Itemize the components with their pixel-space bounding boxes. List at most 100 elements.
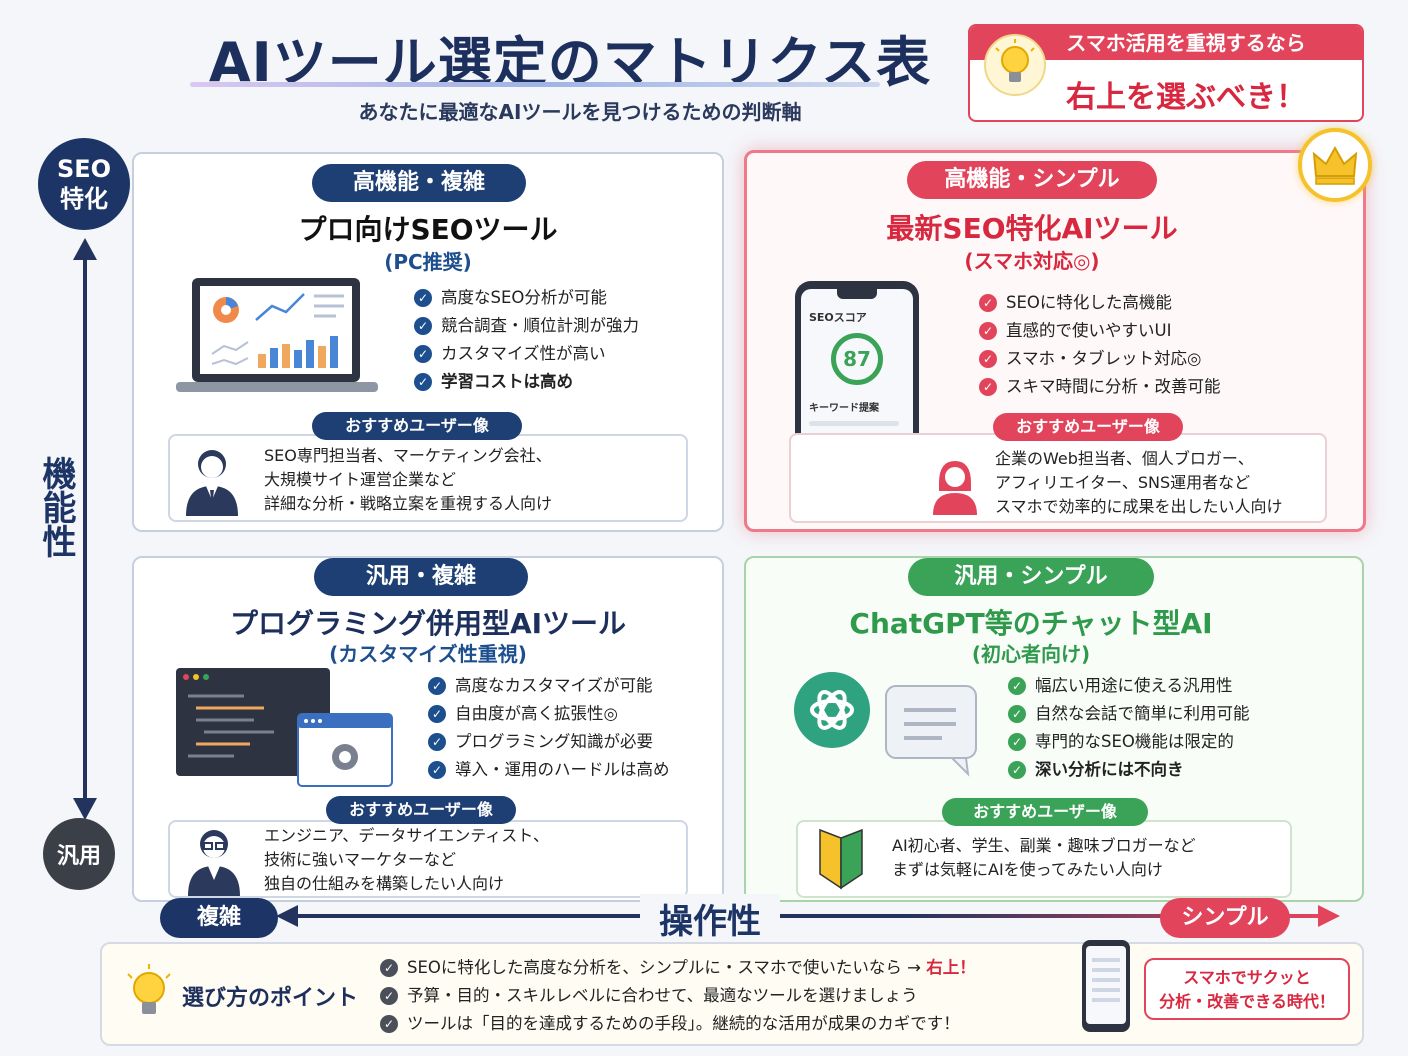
feature-item: ✓幅広い用途に使える汎用性	[1008, 672, 1250, 700]
quadrant-top-left: 高機能・複雑 プロ向けSEOツール (PC推奨) ✓高度なSEO分析が可能	[132, 152, 724, 532]
user-description: エンジニア、データサイエンティスト、 技術に強いマーケターなど 独自の仕組みを構…	[264, 826, 549, 893]
quadrant-title: 最新SEO特化AIツール	[886, 212, 1178, 245]
feature-item: ✓自然な会話で簡単に利用可能	[1008, 700, 1250, 728]
feature-item: ✓専門的なSEO機能は限定的	[1008, 728, 1250, 756]
check-icon: ✓	[428, 705, 446, 723]
user-description: SEO専門担当者、マーケティング会社、 大規模サイト運営企業など 詳細な分析・戦…	[264, 446, 553, 513]
check-icon: ✓	[979, 322, 997, 340]
point-highlight: 右上！	[926, 958, 976, 977]
feature-item: ✓SEOに特化した高機能	[979, 289, 1221, 317]
feature-item: ✓プログラミング知識が必要	[428, 728, 670, 756]
recommended-user-label: おすすめユーザー像	[942, 798, 1148, 826]
quadrant-tag: 高機能・複雑	[312, 164, 526, 202]
lightbulb-icon	[984, 34, 1046, 96]
feature-item: ✓直感的で使いやすいUI	[979, 317, 1221, 345]
page-subtitle: あなたに最適なAIツールを見つけるための判断軸	[358, 100, 802, 124]
check-icon: ✓	[414, 317, 432, 335]
point-item: ✓ツールは「目的を達成するための手段」。継続的な活用が成果のカギです！	[380, 1010, 976, 1038]
quadrant-bottom-right: 汎用・シンプル ChatGPT等のチャット型AI (初心者向け) ✓幅広い用途に…	[744, 556, 1364, 902]
engineer-avatar-icon	[184, 824, 244, 900]
recommended-user-label: おすすめユーザー像	[993, 413, 1183, 441]
axis-arrow-down-icon	[73, 798, 97, 820]
quadrant-top-right: 高機能・シンプル 最新SEO特化AIツール (スマホ対応◎) SEOスコア 87…	[744, 150, 1366, 532]
beginner-mark-icon	[816, 828, 866, 894]
quadrant-bottom-left: 汎用・複雑 プログラミング併用型AIツール (カスタマイズ性重視) ✓高度なカス…	[132, 556, 724, 902]
axis-right-simple: シンプル	[1160, 898, 1290, 938]
feature-item: ✓高度なSEO分析が可能	[414, 284, 639, 312]
quadrant-subtitle: (スマホ対応◎)	[964, 249, 1100, 273]
feature-list: ✓高度なカスタマイズが可能 ✓自由度が高く拡張性◎ ✓プログラミング知識が必要 …	[428, 672, 670, 784]
check-icon: ✓	[380, 959, 398, 977]
recommended-user-label: おすすめユーザー像	[326, 796, 516, 824]
quadrant-subtitle: (PC推奨)	[384, 250, 472, 274]
quadrant-title: プログラミング併用型AIツール	[229, 607, 627, 640]
businessman-avatar-icon	[182, 444, 242, 520]
recommended-user-label: おすすめユーザー像	[312, 412, 522, 440]
check-icon: ✓	[1008, 705, 1026, 723]
axis-bottom-label: 汎用	[56, 844, 101, 869]
user-profile-box: エンジニア、データサイエンティスト、 技術に強いマーケターなど 独自の仕組みを構…	[168, 820, 688, 898]
quadrant-tag: 高機能・シンプル	[907, 161, 1157, 199]
check-icon: ✓	[428, 761, 446, 779]
user-profile-box: AI初心者、学生、副業・趣味ブロガーなど まずは気軽にAIを使ってみたい人向け	[796, 820, 1292, 898]
quadrant-subtitle: (初心者向け)	[971, 642, 1091, 666]
laptop-icon	[174, 276, 380, 404]
axis-top-seo: SEO 特化	[38, 138, 130, 230]
point-item: ✓予算・目的・スキルレベルに合わせて、最適なツールを選けましょう	[380, 982, 976, 1010]
check-icon: ✓	[1008, 761, 1026, 779]
smartphone-icon	[1082, 940, 1130, 1032]
feature-item: ✓競合調査・順位計測が強力	[414, 312, 639, 340]
feature-item: ✓学習コストは高め	[414, 368, 639, 396]
title-underline	[190, 82, 880, 87]
points-list: ✓SEOに特化した高度な分析を、シンプルに・スマホで使いたいなら → 右上！ ✓…	[380, 954, 976, 1038]
selection-points-panel: 選び方のポイント ✓SEOに特化した高度な分析を、シンプルに・スマホで使いたいな…	[100, 940, 1364, 1046]
user-profile-box: SEO専門担当者、マーケティング会社、 大規模サイト運営企業など 詳細な分析・戦…	[168, 434, 688, 522]
check-icon: ✓	[1008, 677, 1026, 695]
feature-list: ✓高度なSEO分析が可能 ✓競合調査・順位計測が強力 ✓カスタマイズ性が高い ✓…	[414, 284, 639, 396]
check-icon: ✓	[1008, 733, 1026, 751]
speech-bubble: スマホでサクッと 分析・改善できる時代！	[1144, 958, 1350, 1020]
user-description: AI初心者、学生、副業・趣味ブロガーなど まずは気軽にAIを使ってみたい人向け	[892, 836, 1196, 879]
feature-item: ✓導入・運用のハードルは高め	[428, 756, 670, 784]
points-title: 選び方のポイント	[182, 986, 359, 1011]
check-icon: ✓	[979, 378, 997, 396]
crown-icon	[1298, 128, 1372, 202]
axis-bottom-general: 汎用	[43, 818, 115, 890]
user-description: 企業のWeb担当者、個人ブロガー、 アフィリエイター、SNS運用者など スマホで…	[995, 449, 1283, 516]
chat-bubble-icon	[882, 682, 982, 782]
check-icon: ✓	[380, 1015, 398, 1033]
check-icon: ✓	[414, 289, 432, 307]
check-icon: ✓	[979, 350, 997, 368]
feature-item: ✓スマホ・タブレット対応◎	[979, 345, 1221, 373]
feature-item: ✓カスタマイズ性が高い	[414, 340, 639, 368]
woman-avatar-icon	[929, 455, 981, 519]
feature-item: ✓スキマ時間に分析・改善可能	[979, 373, 1221, 401]
feature-item: ✓自由度が高く拡張性◎	[428, 700, 670, 728]
phone-keyword-label: キーワード提案	[809, 403, 879, 414]
feature-list: ✓幅広い用途に使える汎用性 ✓自然な会話で簡単に利用可能 ✓専門的なSEO機能は…	[1008, 672, 1250, 784]
code-editor-icon	[174, 666, 394, 792]
chatgpt-logo-icon	[794, 672, 870, 748]
check-icon: ✓	[380, 987, 398, 1005]
check-icon: ✓	[428, 677, 446, 695]
quadrant-subtitle: (カスタマイズ性重視)	[329, 642, 527, 666]
point-item: ✓SEOに特化した高度な分析を、シンプルに・スマホで使いたいなら → 右上！	[380, 954, 976, 982]
lightbulb-icon	[122, 962, 176, 1030]
check-icon: ✓	[979, 294, 997, 312]
axis-arrow-right-icon	[1318, 905, 1340, 927]
vertical-axis-label: 機能性	[26, 452, 76, 562]
horizontal-axis-line	[280, 914, 1320, 918]
smartphone-callout: スマホ活用を重視するなら 右上を選ぶべき！	[968, 24, 1364, 122]
quadrant-tag: 汎用・複雑	[314, 558, 528, 596]
check-icon: ✓	[428, 733, 446, 751]
callout-bottom-text: 右上を選ぶべき！	[1066, 80, 1306, 115]
feature-item: ✓深い分析には不向き	[1008, 756, 1250, 784]
phone-score-label: SEOスコア	[809, 311, 867, 324]
quadrant-tag: 汎用・シンプル	[908, 558, 1154, 596]
axis-top-label: SEO 特化	[56, 155, 112, 213]
phone-score-value: 87	[831, 333, 883, 385]
check-icon: ✓	[414, 373, 432, 391]
quadrant-title: プロ向けSEOツール	[298, 213, 558, 246]
axis-arrow-up-icon	[73, 238, 97, 260]
feature-item: ✓高度なカスタマイズが可能	[428, 672, 670, 700]
